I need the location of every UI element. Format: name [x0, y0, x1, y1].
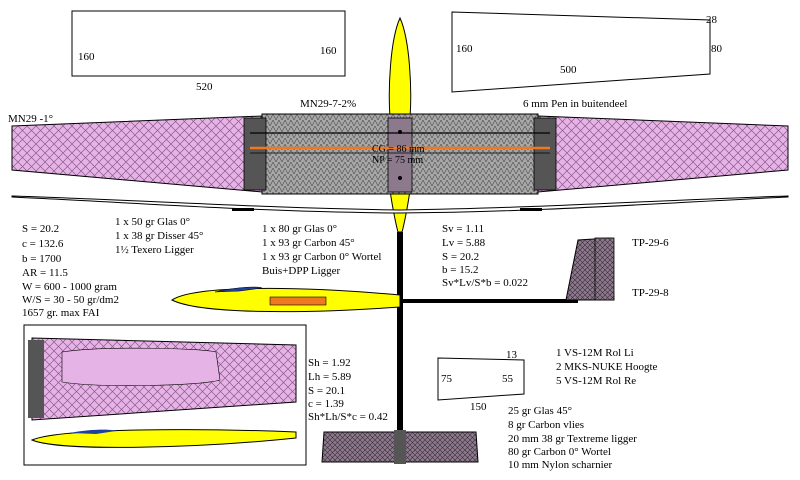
inner-layup-line: 1 x 93 gr Carbon 45° — [262, 237, 355, 249]
inset-canopy — [70, 429, 116, 434]
detail-inset — [23, 324, 307, 466]
left-outer-wing-panel — [11, 115, 263, 193]
stab-spec-line: Sh*Lh/S*c = 0.42 — [308, 411, 388, 423]
right-outer-wing-panel — [537, 115, 789, 193]
wing-spec-line: S = 20.2 — [22, 223, 59, 235]
inner-layup-line: 1 x 80 gr Glas 0° — [262, 223, 337, 235]
wing-spec-line: c = 132.6 — [22, 238, 64, 250]
side-view-canopy — [214, 286, 263, 293]
tail-layup-line: 80 gr Carbon 0° Wortel — [508, 446, 611, 458]
wing-spec-line: AR = 11.5 — [22, 267, 68, 279]
tail-boom-top-view — [397, 232, 403, 430]
outer-layup-line: 1 x 38 gr Disser 45° — [115, 230, 203, 242]
wing-spec-line: b = 1700 — [22, 253, 62, 265]
cg-label: CG = 86 mm — [372, 144, 425, 155]
fin-spec-line: Lv = 5.88 — [442, 237, 486, 249]
inner-template-right-dim: 80 — [711, 43, 723, 55]
fin-spec-line: Sv = 1.11 — [442, 223, 484, 235]
stab-template: 75 13 55 150 — [437, 349, 525, 413]
inset-wing-highlight — [61, 347, 221, 386]
outer-wing-layup: 1 x 50 gr Glas 0° 1 x 38 gr Disser 45° 1… — [115, 216, 203, 256]
stab-template-tip-dim: 13 — [506, 349, 518, 361]
side-view-battery — [269, 296, 327, 306]
tip-airfoil-label: MN29 -1° — [8, 113, 53, 125]
tail-layup: 25 gr Glas 45° 8 gr Carbon vlies 20 mm 3… — [508, 405, 637, 471]
main-wing-top-view: CG = 86 mm NP = 75 mm — [11, 113, 789, 195]
outer-layup-line: 1½ Texero Ligger — [115, 244, 194, 256]
inner-layup-line: 1 x 93 gr Carbon 0° Wortel — [262, 251, 381, 263]
stab-template-left-dim: 75 — [441, 373, 453, 385]
front-view-joiner-left — [232, 208, 254, 211]
servo-line: 1 VS-12M Rol Li — [556, 347, 634, 359]
root-airfoil-label: MN29-7-2% — [300, 98, 356, 110]
outer-template-left-dim: 160 — [78, 51, 95, 63]
inner-template-left-dim: 160 — [456, 43, 473, 55]
tail-layup-line: 10 mm Nylon scharnier — [508, 459, 613, 471]
inner-wing-template-shape — [451, 11, 711, 93]
tail-layup-line: 8 gr Carbon vlies — [508, 419, 584, 431]
inner-template-bottom-dim: 500 — [560, 64, 577, 76]
tail-layup-line: 20 mm 38 gr Textreme ligger — [508, 433, 637, 445]
wing-front-view — [11, 195, 789, 214]
np-label: NP = 75 mm — [372, 155, 423, 166]
outer-template-bottom-dim: 520 — [196, 81, 213, 93]
stab-spec-line: S = 20.1 — [308, 385, 345, 397]
front-view-joiner-right — [520, 208, 542, 211]
wing-bolt-front — [398, 130, 402, 134]
tail-layup-line: 25 gr Glas 45° — [508, 405, 572, 417]
stab-template-bottom-dim: 150 — [470, 401, 487, 413]
left-wing-joiner-box — [243, 117, 267, 191]
side-view-boom — [400, 299, 578, 303]
pen-label: 6 mm Pen in buitendeel — [523, 98, 627, 110]
fuselage-side-view — [170, 237, 615, 313]
stab-spec-line: c = 1.39 — [308, 398, 344, 410]
inner-wing-template: 160 28 80 500 — [451, 11, 723, 93]
outer-wing-template-shape — [71, 10, 346, 77]
fin-spec-line: b = 15.2 — [442, 264, 478, 276]
inner-wing-layup: 1 x 80 gr Glas 0° 1 x 93 gr Carbon 45° 1… — [262, 223, 381, 277]
wing-spec-line: 1657 gr. max FAI — [22, 307, 100, 319]
rudder-side-view — [594, 237, 615, 301]
wing-specs: S = 20.2 c = 132.6 b = 1700 AR = 11.5 W … — [22, 223, 119, 319]
right-wing-joiner-box — [533, 117, 557, 191]
outer-template-right-dim: 160 — [320, 45, 337, 57]
fin-spec-line: Sv*Lv/S*b = 0.022 — [442, 277, 528, 289]
wing-spec-line: W/S = 30 - 50 gr/dm2 — [22, 294, 119, 306]
fin-bottom-airfoil-label: TP-29-8 — [632, 287, 669, 299]
stab-template-shape — [437, 357, 525, 401]
stab-mount — [394, 430, 406, 464]
stab-specs: Sh = 1.92 Lh = 5.89 S = 20.1 c = 1.39 Sh… — [308, 357, 388, 423]
wing-bolt-rear — [398, 176, 402, 180]
outer-wing-template: 160 160 520 — [71, 10, 346, 93]
fin-specs: Sv = 1.11 Lv = 5.88 S = 20.2 b = 15.2 Sv… — [442, 223, 528, 289]
stab-spec-line: Lh = 5.89 — [308, 371, 352, 383]
outer-layup-line: 1 x 50 gr Glas 0° — [115, 216, 190, 228]
fin-spec-line: S = 20.2 — [442, 251, 479, 263]
stab-spec-line: Sh = 1.92 — [308, 357, 351, 369]
fin-top-airfoil-label: TP-29-6 — [632, 237, 669, 249]
inner-layup-line: Buis+DPP Ligger — [262, 265, 341, 277]
servo-line: 5 VS-12M Rol Re — [556, 375, 636, 387]
inner-template-tip-dim: 28 — [706, 14, 718, 26]
wing-spec-line: W = 600 - 1000 gram — [22, 281, 117, 293]
servo-list: 1 VS-12M Rol Li 2 MKS-NUKE Hoogte 5 VS-1… — [556, 347, 658, 387]
servo-line: 2 MKS-NUKE Hoogte — [556, 361, 658, 373]
stab-template-right-dim: 55 — [502, 373, 514, 385]
inset-joiner — [28, 340, 44, 418]
